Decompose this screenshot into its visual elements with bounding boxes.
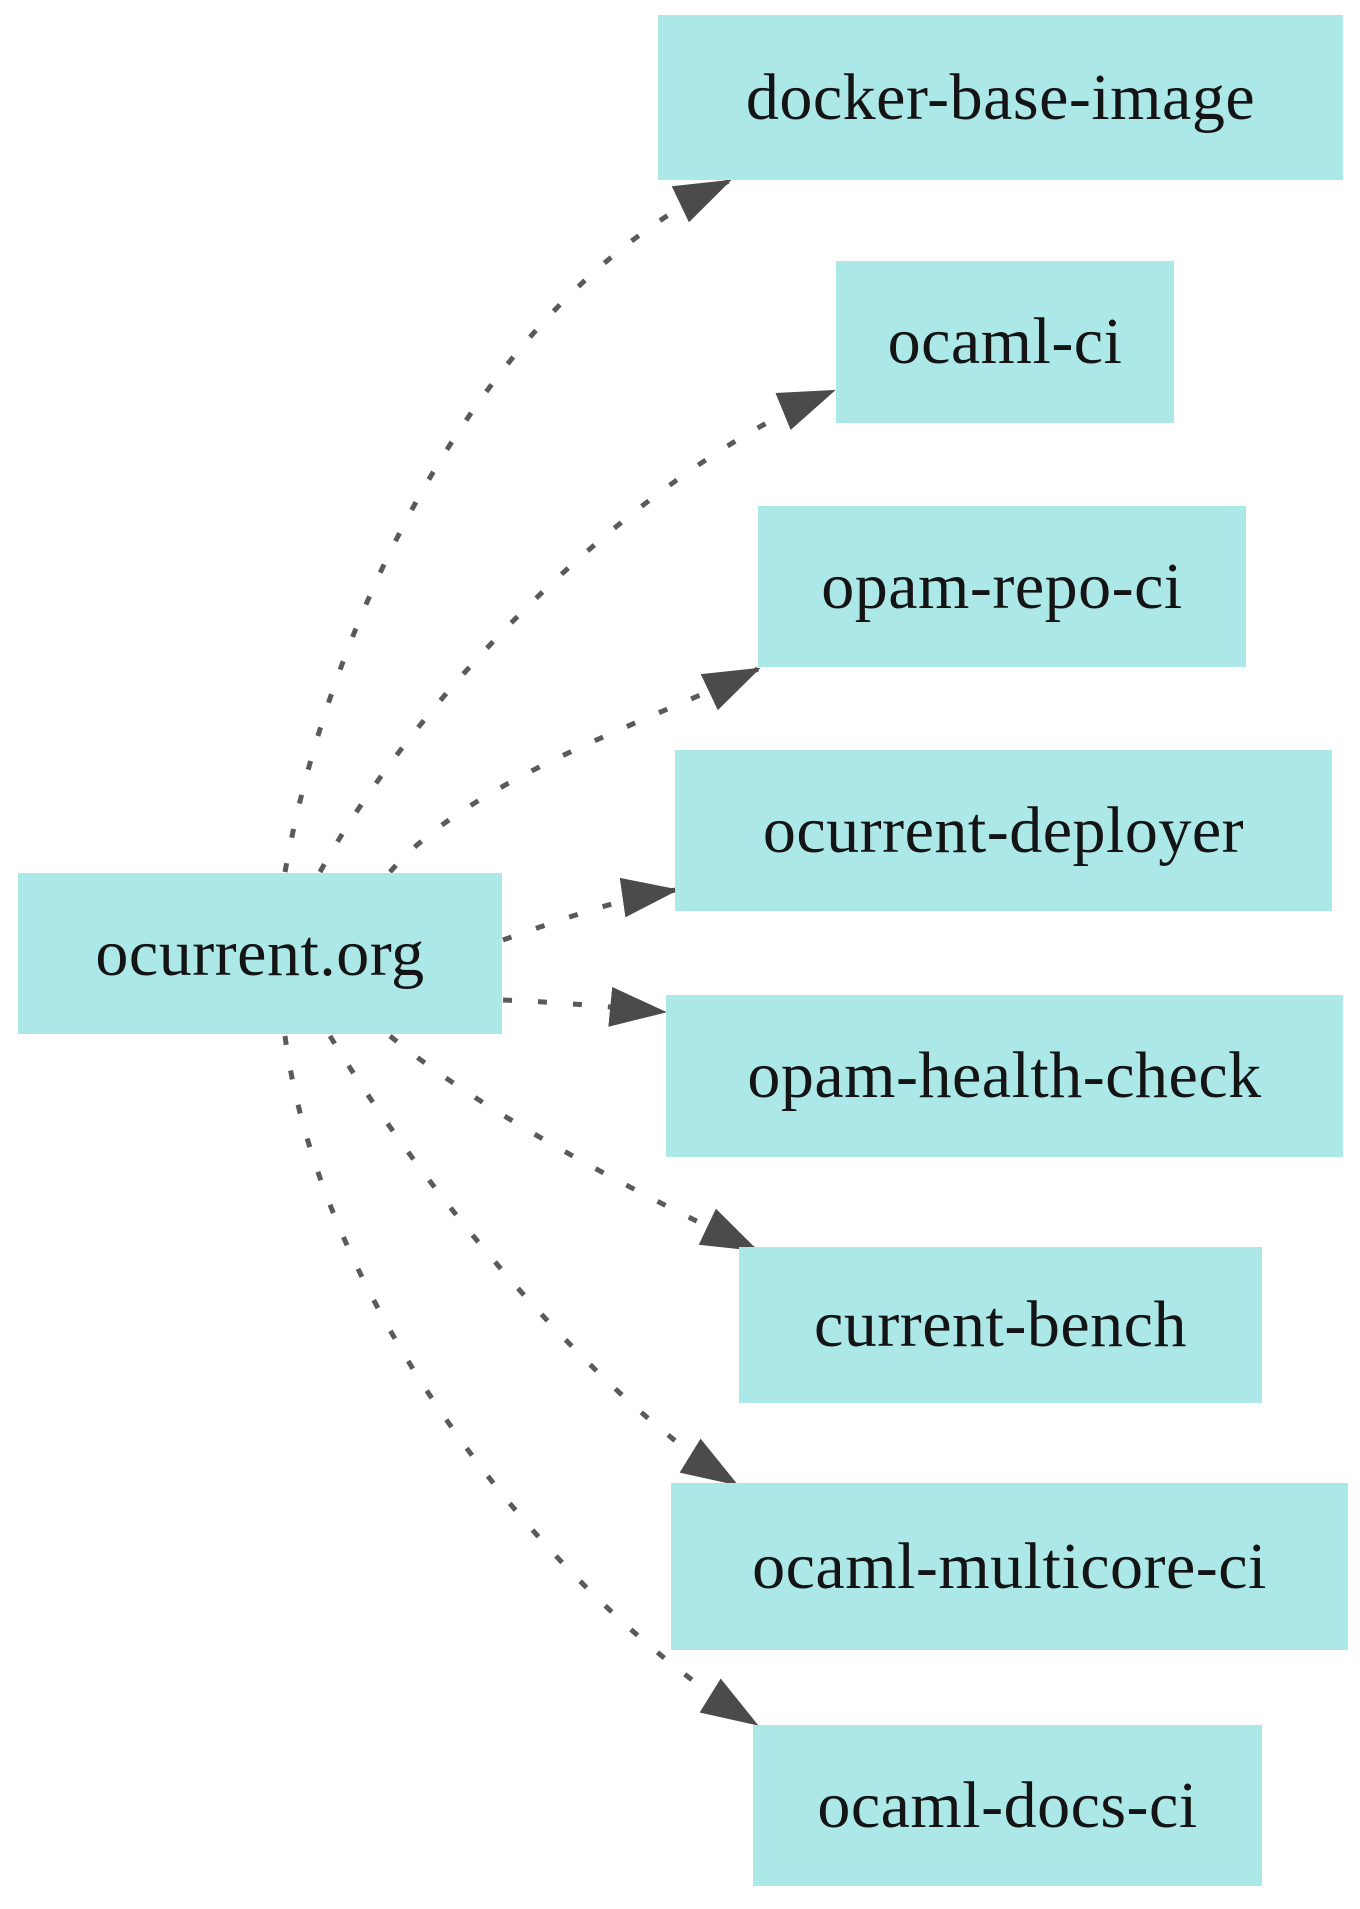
node-label: ocurrent.org	[95, 916, 425, 990]
edge-ocurrent-org-to-docker-base-image	[282, 178, 732, 873]
edge-ocurrent-org-to-ocaml-ci	[317, 388, 836, 874]
node-opam-repo-ci: opam-repo-ci	[758, 506, 1246, 667]
node-docker-base-image: docker-base-image	[658, 15, 1343, 180]
edge-ocurrent-org-to-ocurrent-deployer	[502, 877, 679, 943]
node-opam-health-check: opam-health-check	[666, 995, 1343, 1157]
edge-ocurrent-org-to-opam-health-check	[502, 986, 667, 1027]
node-label: current-bench	[814, 1288, 1187, 1361]
node-label: docker-base-image	[745, 60, 1256, 134]
node-ocaml-multicore-ci: ocaml-multicore-ci	[671, 1483, 1348, 1650]
node-label: ocaml-docs-ci	[817, 1768, 1198, 1842]
node-ocurrent-org: ocurrent.org	[18, 873, 502, 1034]
node-label: ocaml-multicore-ci	[752, 1529, 1267, 1603]
edge-ocurrent-org-to-ocaml-docs-ci	[282, 1035, 759, 1727]
node-ocurrent-deployer: ocurrent-deployer	[675, 750, 1332, 911]
node-ocaml-docs-ci: ocaml-docs-ci	[753, 1725, 1262, 1886]
node-label: ocurrent-deployer	[762, 793, 1245, 867]
node-ocaml-ci: ocaml-ci	[836, 261, 1174, 423]
node-label: opam-health-check	[747, 1039, 1262, 1112]
node-current-bench: current-bench	[739, 1247, 1262, 1403]
node-label: ocaml-ci	[887, 305, 1123, 378]
node-label: opam-repo-ci	[821, 549, 1183, 623]
edge-ocurrent-org-to-ocaml-multicore-ci	[327, 1034, 739, 1487]
